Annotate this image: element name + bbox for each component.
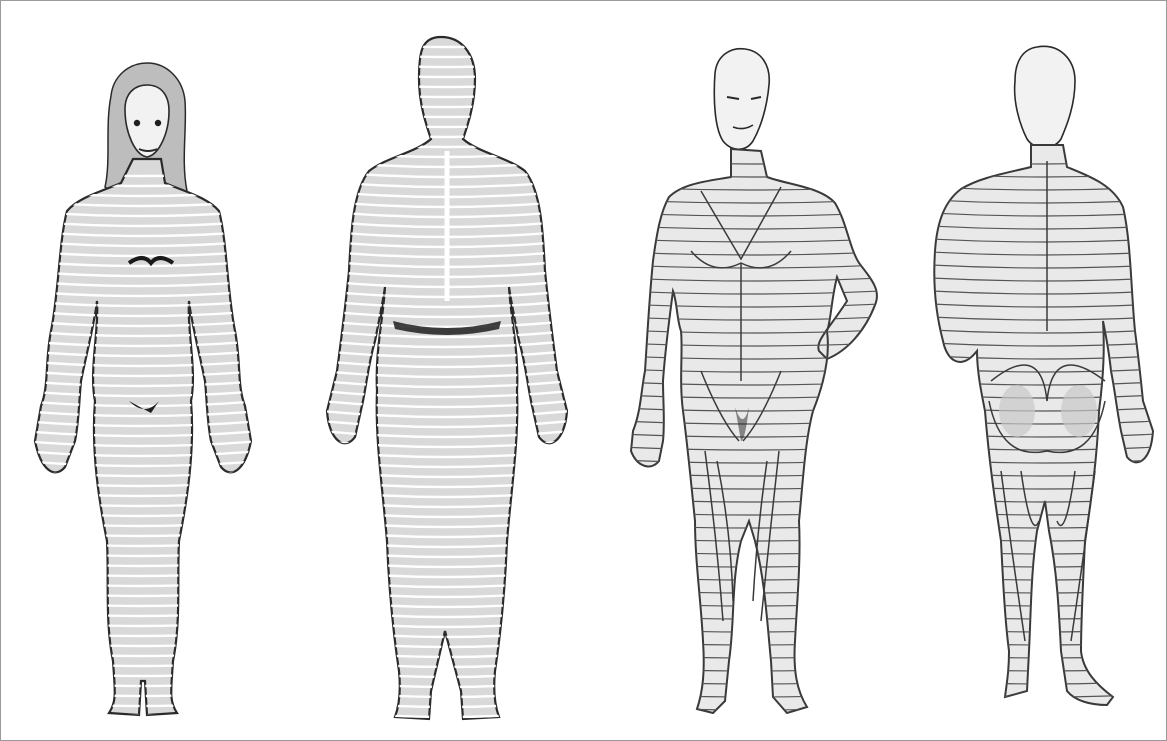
contour-line: [931, 512, 1157, 515]
contour-line: [621, 538, 881, 541]
contour-line: [621, 616, 881, 619]
contour-line: [621, 694, 881, 697]
figure-male-front-body: [631, 149, 877, 713]
figure-male-head: [714, 49, 769, 150]
contour-line: [931, 694, 1157, 697]
contour-line: [321, 661, 571, 667]
contour-line: [621, 681, 881, 684]
contour-line: [931, 642, 1157, 645]
figure-male-back-head: [1015, 46, 1075, 148]
contour-line: [931, 668, 1157, 671]
contour-line: [621, 603, 881, 606]
contour-line: [321, 711, 571, 717]
contour-line: [321, 641, 571, 647]
contour-line: [931, 681, 1157, 684]
contour-line: [621, 577, 881, 580]
figure-male-front: [621, 49, 881, 713]
contour-line: [621, 655, 881, 658]
contour-line: [931, 551, 1157, 554]
contour-line: [621, 551, 881, 554]
contour-line: [321, 721, 571, 727]
contour-line: [321, 691, 571, 697]
contour-line: [321, 671, 571, 677]
contour-line: [321, 681, 571, 687]
contour-line: [931, 629, 1157, 632]
figure-female-front: [21, 63, 261, 726]
figure-back-contour: [321, 37, 571, 727]
contour-line: [931, 707, 1157, 710]
contour-line: [621, 564, 881, 567]
contour-line: [931, 603, 1157, 606]
contour-line: [21, 721, 261, 726]
contour-line: [21, 701, 261, 706]
contour-line: [321, 701, 571, 707]
contour-line: [621, 590, 881, 593]
contour-line: [931, 525, 1157, 528]
contour-line: [621, 707, 881, 710]
contour-line: [931, 538, 1157, 541]
contour-line: [621, 642, 881, 645]
contour-line: [321, 651, 571, 657]
contour-line: [621, 629, 881, 632]
contour-line: [21, 711, 261, 716]
contour-line: [931, 616, 1157, 619]
contour-line: [931, 577, 1157, 580]
contour-line: [931, 564, 1157, 567]
figure-male-back: [931, 46, 1157, 710]
contour-line: [931, 590, 1157, 593]
contour-line: [621, 668, 881, 671]
contour-line: [931, 655, 1157, 658]
